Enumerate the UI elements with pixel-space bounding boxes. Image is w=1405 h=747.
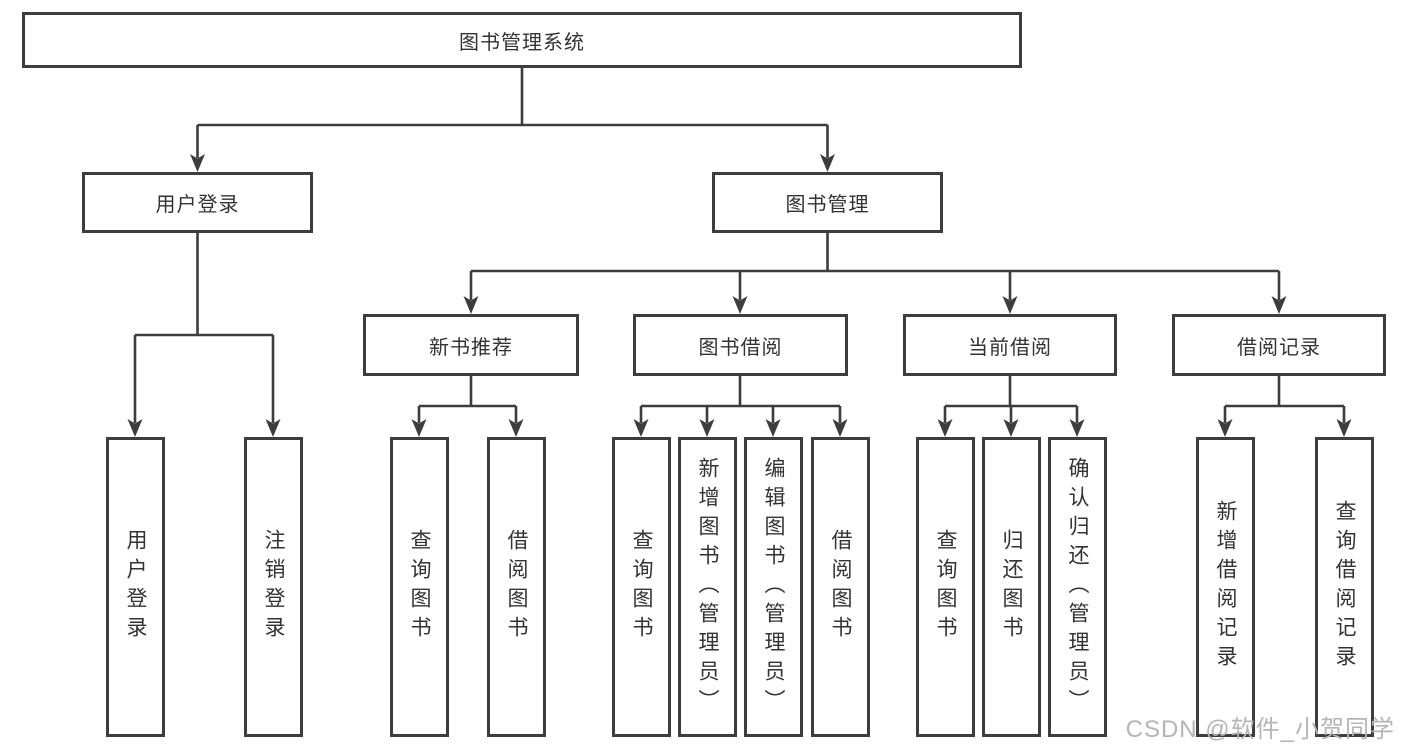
node-book-management: 图书管理	[712, 172, 943, 233]
leaf-borrow-books-label: 借阅图书	[829, 529, 852, 645]
arrowhead	[699, 419, 715, 437]
node-new-book-recommend: 新书推荐	[363, 314, 579, 376]
arrowhead	[463, 296, 479, 314]
arrowhead	[1003, 419, 1019, 437]
node-root: 图书管理系统	[22, 12, 1022, 68]
leaf-query-books-recommend-label: 查询图书	[408, 529, 431, 645]
leaf-return-books-label: 归还图书	[1000, 529, 1023, 645]
leaf-query-books-current-label: 查询图书	[934, 529, 957, 645]
node-book-borrow-label: 图书借阅	[698, 336, 783, 359]
arrowheads	[127, 154, 1352, 437]
node-current-borrow-label: 当前借阅	[968, 336, 1052, 359]
leaf-add-borrow-record: 新增借阅记录	[1196, 437, 1255, 737]
arrowhead	[411, 419, 427, 437]
node-root-label: 图书管理系统	[459, 31, 585, 54]
node-borrow-records: 借阅记录	[1172, 314, 1386, 376]
arrowhead	[1336, 419, 1352, 437]
leaf-user-login: 用户登录	[106, 437, 165, 737]
leaf-query-books-borrow-label: 查询图书	[630, 529, 653, 645]
node-borrow-records-label: 借阅记录	[1237, 336, 1321, 359]
arrowhead	[820, 154, 835, 172]
arrowhead	[265, 419, 281, 437]
leaf-logout: 注销登录	[244, 437, 303, 737]
leaf-edit-books-admin-label: 编辑图书（管理员）	[762, 456, 785, 718]
leaf-logout-label: 注销登录	[262, 529, 285, 645]
leaf-query-books-recommend: 查询图书	[390, 437, 449, 737]
leaf-query-books-current: 查询图书	[916, 437, 975, 737]
leaf-query-borrow-record: 查询借阅记录	[1315, 437, 1374, 737]
leaf-edit-books-admin: 编辑图书（管理员）	[744, 437, 803, 737]
arrowhead	[937, 419, 953, 437]
arrowhead	[508, 419, 524, 437]
connector-lines	[133, 68, 1346, 423]
leaf-add-borrow-record-label: 新增借阅记录	[1214, 500, 1237, 674]
arrowhead	[633, 419, 649, 437]
leaf-confirm-return-admin-label: 确认归还（管理员）	[1066, 456, 1089, 718]
arrowhead	[1002, 296, 1018, 314]
arrowhead	[1217, 419, 1233, 437]
leaf-return-books: 归还图书	[982, 437, 1041, 737]
node-book-management-label: 图书管理	[785, 194, 870, 216]
leaf-user-login-label: 用户登录	[124, 529, 147, 645]
node-book-borrow: 图书借阅	[633, 314, 848, 376]
node-new-book-recommend-label: 新书推荐	[429, 336, 513, 359]
arrowhead	[765, 419, 781, 437]
leaf-query-borrow-record-label: 查询借阅记录	[1333, 500, 1356, 674]
arrowhead	[190, 154, 205, 172]
leaf-borrow-books: 借阅图书	[811, 437, 870, 737]
node-user-login-label: 用户登录	[155, 194, 240, 216]
arrowhead	[732, 296, 748, 314]
leaf-add-books-admin: 新增图书（管理员）	[678, 437, 737, 737]
node-user-login: 用户登录	[82, 172, 313, 233]
leaf-query-books-borrow: 查询图书	[612, 437, 671, 737]
arrowhead	[127, 419, 143, 437]
leaf-confirm-return-admin: 确认归还（管理员）	[1048, 437, 1107, 737]
node-current-borrow: 当前借阅	[903, 314, 1117, 376]
arrowhead	[1271, 296, 1287, 314]
arrowhead	[1069, 419, 1085, 437]
leaf-borrow-books-recommend-label: 借阅图书	[505, 529, 528, 645]
leaf-add-books-admin-label: 新增图书（管理员）	[696, 456, 719, 718]
leaf-borrow-books-recommend: 借阅图书	[487, 437, 546, 737]
arrowhead	[832, 419, 848, 437]
